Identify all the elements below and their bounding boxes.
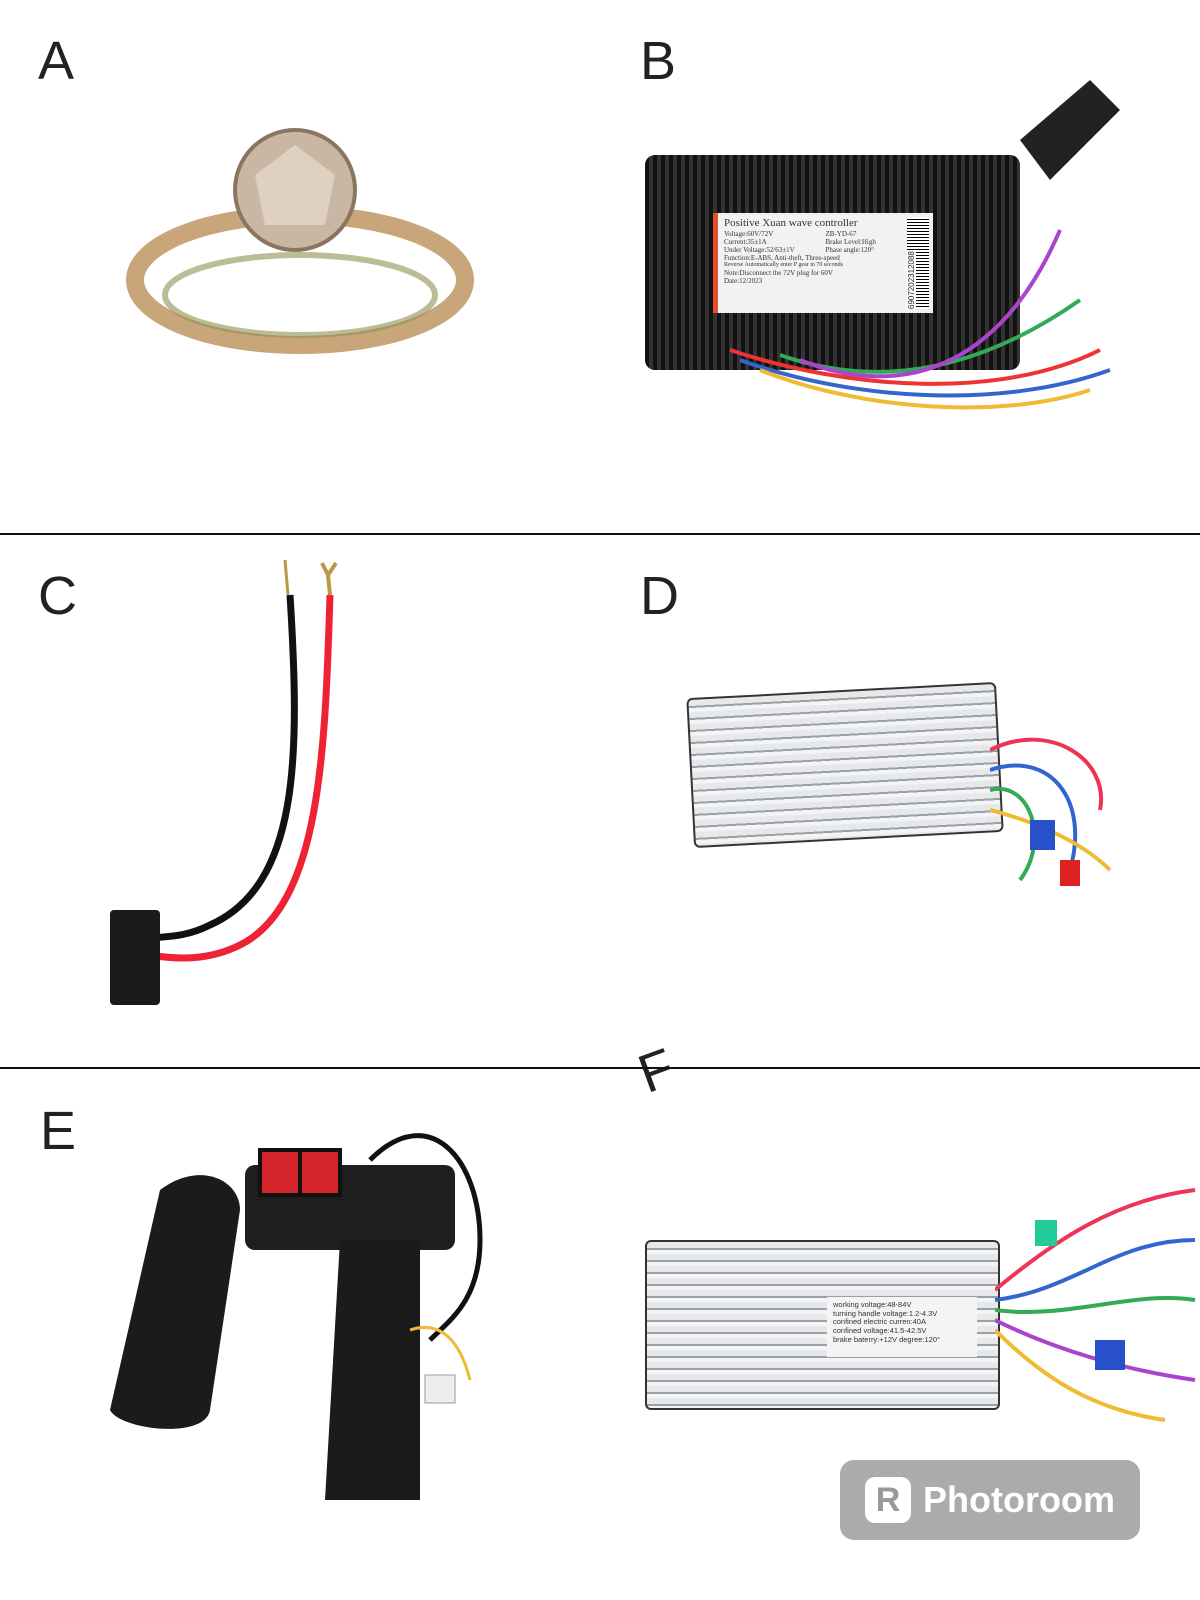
controller-b-label: Positive Xuan wave controller Voltage:60… — [713, 213, 933, 313]
spec-line: confined voltage:41.5-42.5V — [833, 1325, 927, 1335]
controller-b-wires — [729, 80, 1120, 410]
label-f: F — [630, 1037, 683, 1105]
watermark-text: Photoroom — [923, 1479, 1115, 1520]
controller-d-image — [686, 681, 1004, 849]
label-a: A — [38, 31, 75, 91]
spec-line: Brake Level:High — [825, 237, 876, 246]
spec-line: Note:Disconnect the 72V plug for 60V — [724, 268, 833, 277]
photoroom-watermark: R Photoroom — [840, 1460, 1140, 1540]
spec-line: Voltage:60V/72V — [724, 229, 774, 238]
spec-line: Phase angle:120° — [825, 245, 874, 254]
spec-line: turning handle voltage:1.2-4.3V — [833, 1308, 938, 1318]
controller-f-label: working voltage:48-84V turning handle vo… — [827, 1297, 977, 1357]
photoroom-logo-icon: R — [865, 1477, 911, 1523]
label-c: C — [38, 566, 77, 626]
throttle-grip-e-image — [110, 1133, 483, 1500]
controller-b-title: Positive Xuan wave controller — [724, 217, 858, 229]
label-b: B — [640, 31, 677, 91]
spec-line: working voltage:48-84V — [833, 1300, 912, 1309]
ring-image — [126, 128, 474, 354]
spec-line: Date:12/2023 — [724, 276, 763, 285]
label-e: E — [40, 1101, 77, 1161]
controller-d-wires — [990, 737, 1112, 886]
controller-f-image: working voltage:48-84V turning handle vo… — [645, 1240, 1000, 1410]
divider-bottom — [0, 1067, 1200, 1069]
spec-line: Current:35±1A — [724, 237, 767, 246]
spec-line: ZB-YD-67 — [825, 229, 857, 238]
cable-c-image — [110, 559, 338, 1005]
spec-line: confined electric curren:40A — [833, 1317, 926, 1327]
spec-line: Under Voltage:52/63±1V — [724, 245, 795, 254]
label-d: D — [640, 566, 679, 626]
controller-f-wires — [995, 1188, 1196, 1422]
divider-top — [0, 533, 1200, 535]
spec-line: brake baterry:+12V degree:120° — [833, 1334, 941, 1344]
spec-line: Function:E-ABS, Anti-theft, Three-speed — [724, 253, 840, 262]
spec-line: Reverse Automatically enter P gear in 70… — [724, 261, 843, 268]
controller-b-image: Positive Xuan wave controller Voltage:60… — [645, 155, 1020, 370]
